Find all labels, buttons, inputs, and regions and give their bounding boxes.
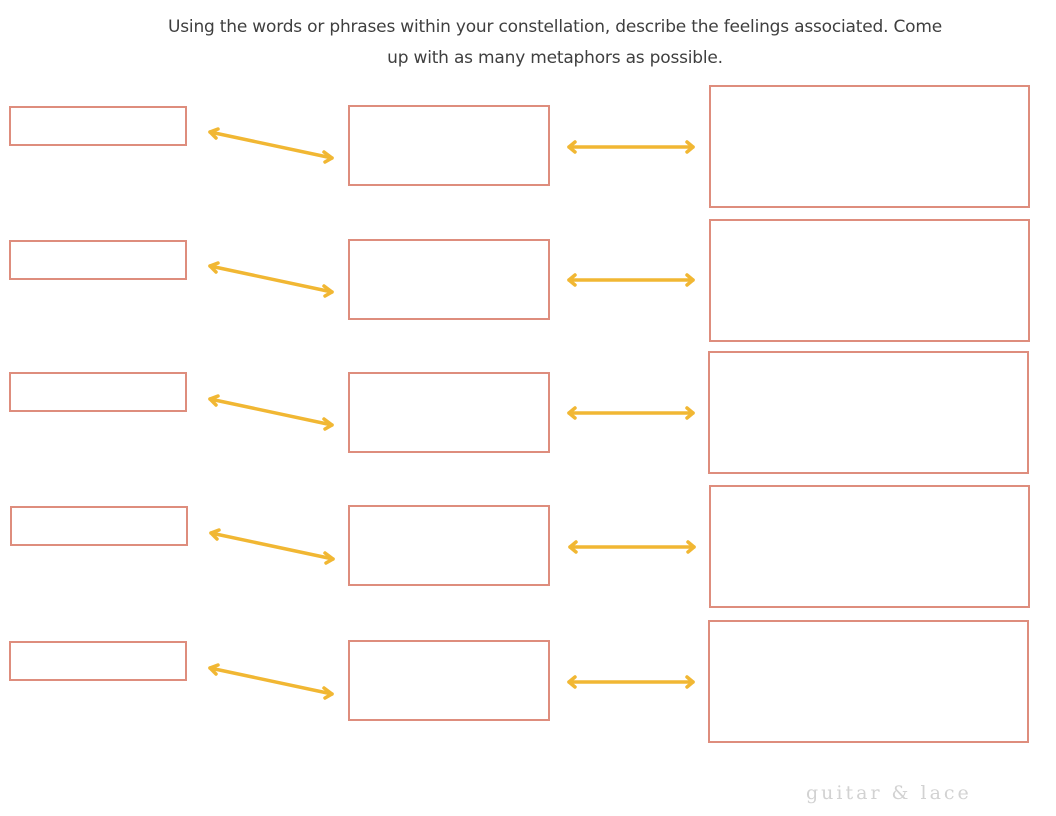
metaphor-box-1[interactable] xyxy=(709,85,1030,208)
diagonal-arrow-icon xyxy=(208,127,334,164)
feeling-box-4[interactable] xyxy=(348,505,550,586)
instructions: Using the words or phrases within your c… xyxy=(110,12,1000,74)
word-box-5[interactable] xyxy=(9,641,187,681)
instruction-line-1: Using the words or phrases within your c… xyxy=(168,17,942,37)
feeling-box-1[interactable] xyxy=(348,105,550,186)
metaphor-box-2[interactable] xyxy=(709,219,1030,342)
diagonal-arrow-icon xyxy=(208,394,334,431)
double-arrow-icon xyxy=(568,540,696,554)
feeling-box-3[interactable] xyxy=(348,372,550,453)
word-box-2[interactable] xyxy=(9,240,187,280)
double-arrow-icon xyxy=(567,675,695,689)
double-arrow-icon xyxy=(567,140,695,154)
double-arrow-icon xyxy=(567,406,695,420)
instruction-line-2: up with as many metaphors as possible. xyxy=(387,48,723,68)
metaphor-box-3[interactable] xyxy=(708,351,1029,474)
word-box-1[interactable] xyxy=(9,106,187,146)
word-box-3[interactable] xyxy=(9,372,187,412)
brand-footer: guitar & lace xyxy=(806,782,972,804)
diagonal-arrow-icon xyxy=(208,261,334,298)
metaphor-box-4[interactable] xyxy=(709,485,1030,608)
metaphor-box-5[interactable] xyxy=(708,620,1029,743)
diagonal-arrow-icon xyxy=(209,528,335,565)
word-box-4[interactable] xyxy=(10,506,188,546)
double-arrow-icon xyxy=(567,273,695,287)
diagonal-arrow-icon xyxy=(208,663,334,700)
feeling-box-5[interactable] xyxy=(348,640,550,721)
feeling-box-2[interactable] xyxy=(348,239,550,320)
